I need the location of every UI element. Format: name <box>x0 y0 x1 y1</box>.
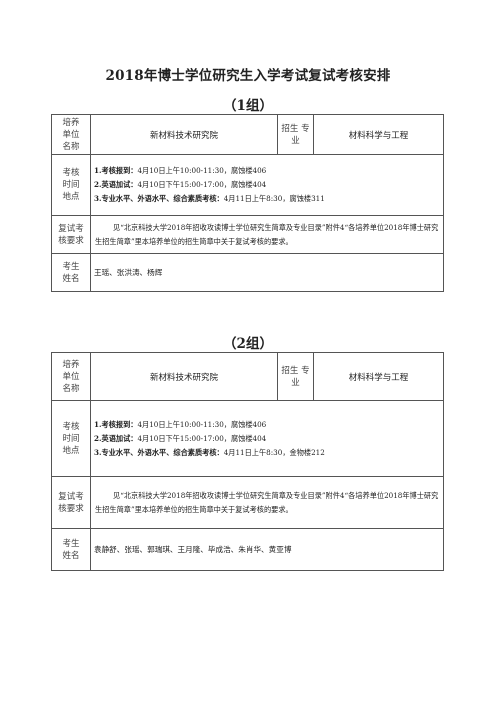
schedule-item: 1.考核报到：4月10日上午10:00-11:30，腐蚀楼406 <box>94 418 440 432</box>
major-value: 材料科学与工程 <box>313 114 444 155</box>
schedule-label-line: 地点 <box>62 445 80 456</box>
unit-row: 培养 单位 名称 新材料技术研究院 招生 专业 材料科学与工程 <box>51 114 444 155</box>
page-title: 2018年博士学位研究生入学考试复试考核安排 <box>105 68 391 84</box>
schedule-item: 2.英语加试：4月10日下午15:00-17:00，腐蚀楼404 <box>94 178 440 192</box>
names-label-line: 姓名 <box>62 273 80 284</box>
schedule-label-line: 时间 <box>62 433 80 444</box>
schedule-item-text: 4月10日上午10:00-11:30，腐蚀楼406 <box>137 166 267 175</box>
requirement-row: 复试考 核要求 见“北京科技大学2018年招收攻读博士学位研究生简章及专业目录”… <box>51 476 444 529</box>
schedule-item-text: 4月11日上午8:30，腐蚀楼311 <box>223 194 325 203</box>
schedule-item: 2.英语加试：4月10日下午15:00-17:00，腐蚀楼404 <box>94 432 440 446</box>
schedule-item-key: 3.专业水平、外语水平、综合素质考核： <box>94 194 224 203</box>
schedule-details: 1.考核报到：4月10日上午10:00-11:30，腐蚀楼406 2.英语加试：… <box>90 154 444 216</box>
group-1-table: 培养 单位 名称 新材料技术研究院 招生 专业 材料科学与工程 考核 时间 地点… <box>51 114 444 292</box>
schedule-item-text: 4月11日上午8:30，金物楼212 <box>223 447 325 457</box>
schedule-item: 3.专业水平、外语水平、综合素质考核：4月11日上午8:30，腐蚀楼311 <box>94 192 440 206</box>
schedule-label-line: 考核 <box>62 168 80 178</box>
unit-label-line: 名称 <box>62 141 80 152</box>
schedule-details: 1.考核报到：4月10日上午10:00-11:30，腐蚀楼406 2.英语加试：… <box>90 400 444 477</box>
requirement-label: 复试考 核要求 <box>51 215 91 254</box>
requirement-row: 复试考 核要求 见“北京科技大学2018年招收攻读博士学位研究生简章及专业目录”… <box>51 215 444 254</box>
names-label-line: 考生 <box>62 538 80 549</box>
unit-label: 培养 单位 名称 <box>51 352 91 401</box>
schedule-label: 考核 时间 地点 <box>51 400 91 477</box>
group-2-heading: （2组） <box>223 336 273 352</box>
schedule-item-key: 2.英语加试： <box>94 180 138 189</box>
schedule-row: 考核 时间 地点 1.考核报到：4月10日上午10:00-11:30，腐蚀楼40… <box>51 400 444 477</box>
requirement-label: 复试考 核要求 <box>51 476 91 529</box>
schedule-item-key: 1.考核报到： <box>94 166 138 175</box>
unit-row: 培养 单位 名称 新材料技术研究院 招生 专业 材料科学与工程 <box>51 352 444 401</box>
major-label: 招生 专业 <box>277 114 314 155</box>
major-label: 招生 专业 <box>277 352 314 401</box>
requirement-label-line: 复试考 <box>58 491 84 502</box>
major-label-line: 招生 <box>281 365 299 376</box>
names-label-line: 考生 <box>62 261 80 272</box>
unit-label-line: 单位 <box>62 371 80 382</box>
schedule-item-key: 2.英语加试： <box>94 433 138 443</box>
major-value: 材料科学与工程 <box>313 352 444 401</box>
schedule-item: 1.考核报到：4月10日上午10:00-11:30，腐蚀楼406 <box>94 164 440 178</box>
unit-label-line: 名称 <box>62 383 80 394</box>
major-label-line: 专业 <box>291 123 310 146</box>
unit-label-line: 培养 <box>62 359 80 370</box>
schedule-item: 3.专业水平、外语水平、综合素质考核：4月11日上午8:30，金物楼212 <box>94 446 440 460</box>
names-label-line: 姓名 <box>62 550 80 561</box>
unit-label-line: 单位 <box>62 129 80 140</box>
schedule-label-line: 地点 <box>62 192 80 202</box>
schedule-item-text: 4月10日下午15:00-17:00，腐蚀楼404 <box>137 180 267 189</box>
schedule-item-text: 4月10日下午15:00-17:00，腐蚀楼404 <box>137 433 267 443</box>
requirement-label-line: 核要求 <box>58 235 84 246</box>
schedule-item-text: 4月10日上午10:00-11:30，腐蚀楼406 <box>137 419 267 429</box>
unit-value: 新材料技术研究院 <box>90 352 278 401</box>
schedule-label: 考核 时间 地点 <box>51 154 91 216</box>
names-label: 考生 姓名 <box>51 528 91 571</box>
schedule-row: 考核 时间 地点 1.考核报到：4月10日上午10:00-11:30，腐蚀楼40… <box>51 154 444 216</box>
major-label-line: 专业 <box>291 365 310 388</box>
schedule-label-line: 考核 <box>62 421 80 432</box>
schedule-item-key: 1.考核报到： <box>94 419 138 429</box>
unit-value: 新材料技术研究院 <box>90 114 278 155</box>
group-2-table: 培养 单位 名称 新材料技术研究院 招生 专业 材料科学与工程 考核 时间 地点… <box>51 352 444 571</box>
schedule-item-key: 3.专业水平、外语水平、综合素质考核： <box>94 447 224 457</box>
group-1-heading: （1组） <box>223 98 273 114</box>
unit-label: 培养 单位 名称 <box>51 114 91 155</box>
requirement-label-line: 复试考 <box>58 223 84 234</box>
candidate-names: 王瑶、张洪涛、杨辉 <box>90 253 444 292</box>
names-label: 考生 姓名 <box>51 253 91 292</box>
unit-label-line: 培养 <box>62 117 80 128</box>
candidate-names: 袁静舒、张瑶、郭瑞琪、王月隆、毕成浩、朱肖华、黄亚博 <box>90 528 444 571</box>
names-row: 考生 姓名 王瑶、张洪涛、杨辉 <box>51 253 444 292</box>
requirement-label-line: 核要求 <box>58 503 84 514</box>
requirement-text: 见“北京科技大学2018年招收攻读博士学位研究生简章及专业目录”附件4“各培养单… <box>90 215 444 254</box>
schedule-label-line: 时间 <box>62 180 80 190</box>
names-row: 考生 姓名 袁静舒、张瑶、郭瑞琪、王月隆、毕成浩、朱肖华、黄亚博 <box>51 528 444 571</box>
requirement-text: 见“北京科技大学2018年招收攻读博士学位研究生简章及专业目录”附件4“各培养单… <box>90 476 444 529</box>
major-label-line: 招生 <box>281 123 299 134</box>
